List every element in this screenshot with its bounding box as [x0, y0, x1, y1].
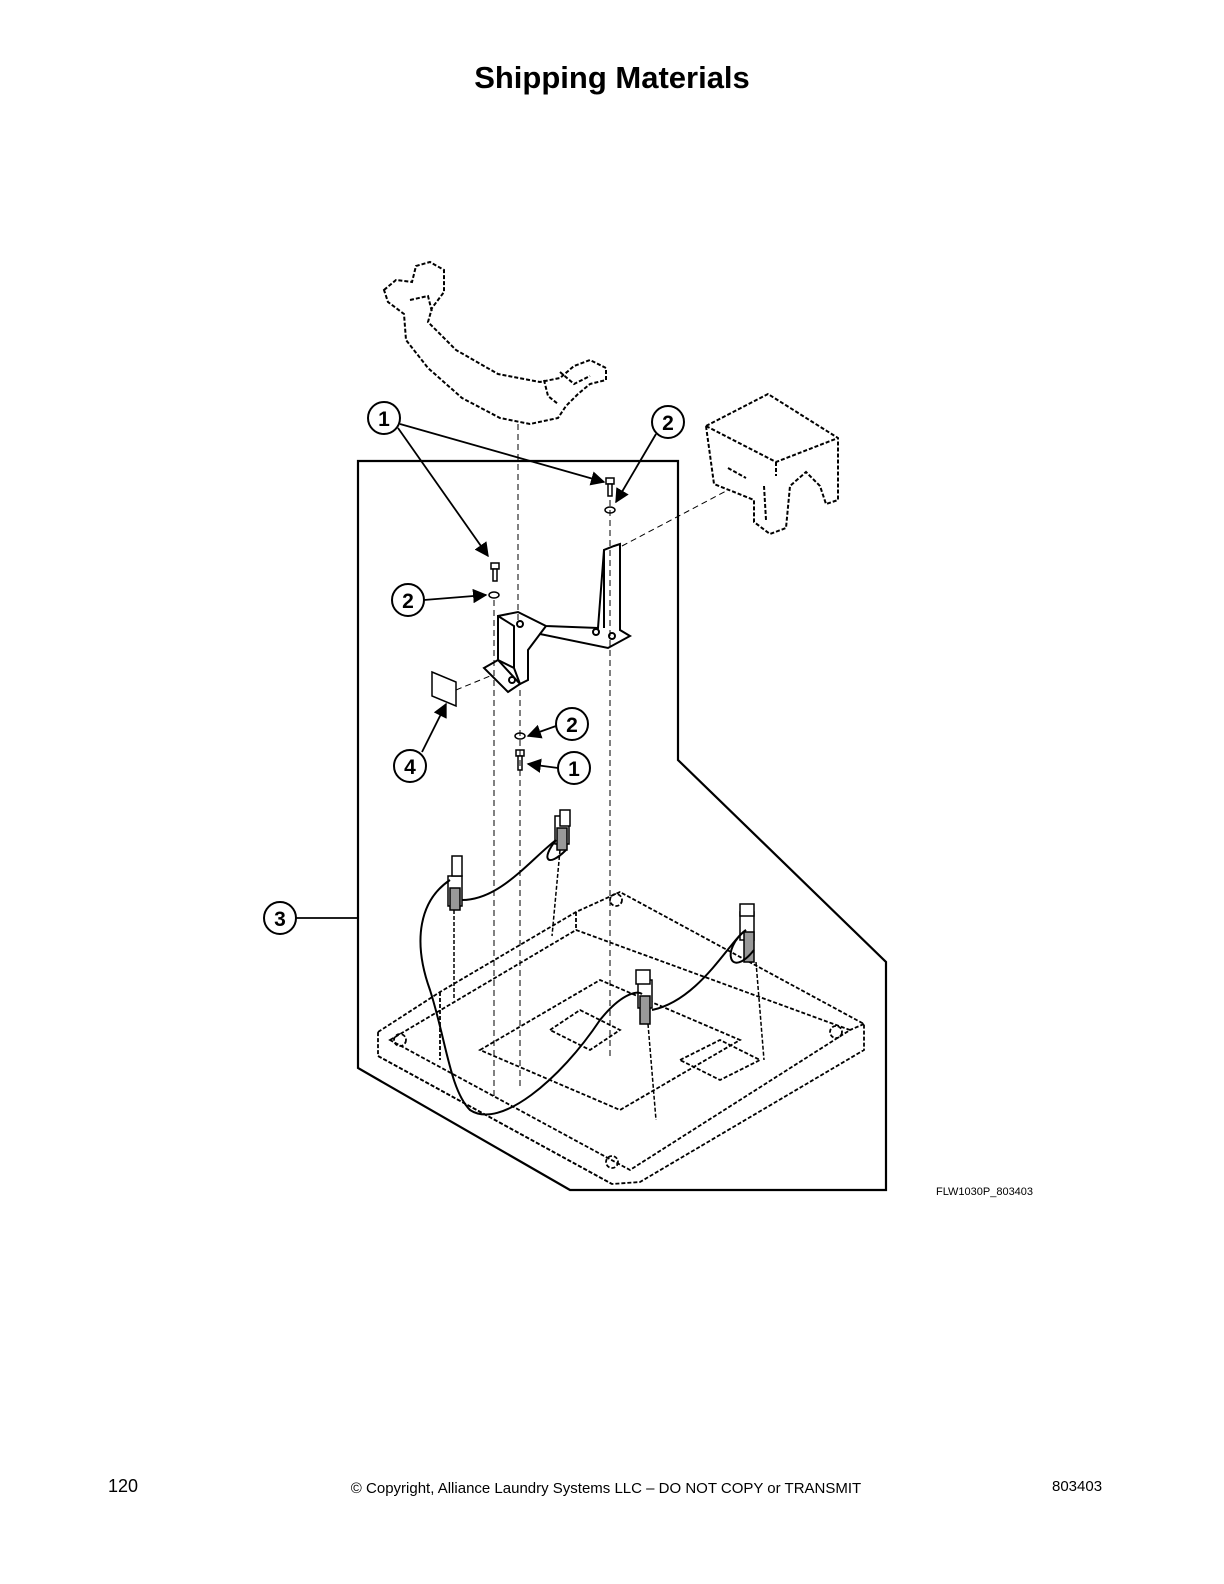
rear-bracket-reference [704, 392, 839, 536]
shock-absorbers [447, 809, 765, 1121]
tub-bracket-reference [382, 260, 607, 426]
leader-lines [296, 423, 657, 919]
callout-2-top-right-text: 2 [662, 412, 674, 435]
callout-2-left: 2 [391, 583, 425, 617]
callout-1-top: 1 [367, 401, 401, 435]
figure-id: FLW1030P_803403 [936, 1186, 1034, 1198]
callout-2-bottom-text: 2 [566, 714, 578, 737]
page-title: Shipping Materials [474, 60, 750, 95]
callout-1-top-text: 1 [378, 408, 390, 431]
base-frame-reference [377, 890, 865, 1185]
callout-2-bottom: 2 [555, 707, 589, 741]
alignment-lines [455, 424, 729, 1100]
callout-4-text: 4 [404, 756, 416, 779]
warning-label [431, 670, 457, 708]
page-number: 120 [108, 1476, 139, 1496]
hardware [488, 477, 616, 771]
callout-3-text: 3 [274, 908, 286, 931]
callout-2-top-right: 2 [651, 405, 685, 439]
callout-1-bottom-text: 1 [568, 758, 580, 781]
callout-4: 4 [393, 749, 427, 783]
callout-3: 3 [263, 901, 297, 935]
callout-2-left-text: 2 [402, 590, 414, 613]
callout-1-bottom: 1 [557, 751, 591, 785]
document-number: 803403 [1052, 1478, 1103, 1495]
copyright-notice: © Copyright, Alliance Laundry Systems LL… [350, 1480, 862, 1497]
shipping-bracket [482, 542, 633, 694]
kit-boundary-outline [356, 459, 888, 1192]
shock-cables [419, 839, 755, 1116]
